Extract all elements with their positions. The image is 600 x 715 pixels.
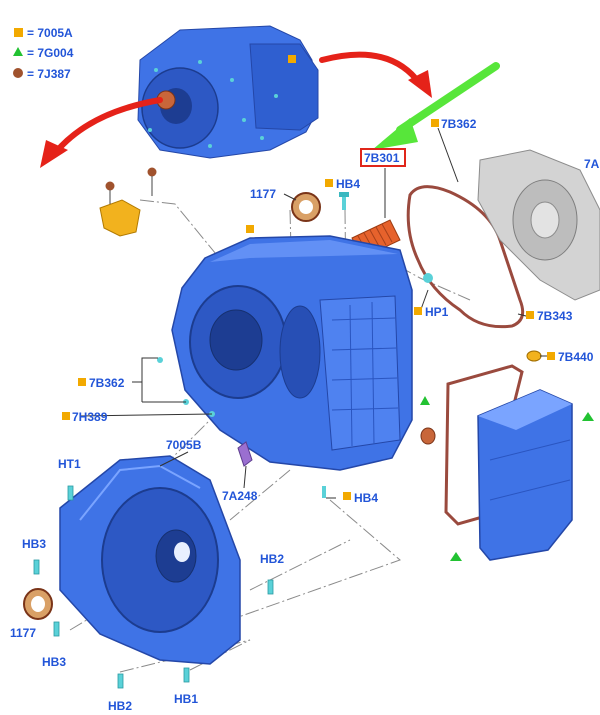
- legend-triangle-icon: [13, 47, 23, 56]
- callout-HB3-top: HB3: [22, 537, 46, 551]
- legend-circle-icon: [13, 68, 23, 78]
- overview-transmission: [137, 25, 319, 159]
- callout-7B362-left: 7B362: [89, 376, 125, 390]
- legend: = 7005A = 7G004 = 7J387: [13, 26, 74, 81]
- callout-HB2-bottom: HB2: [108, 699, 132, 713]
- callout-7A-edge: 7A: [584, 157, 600, 171]
- callout-HB4-bottom: HB4: [354, 491, 378, 505]
- bolt-hb4-bottom: [322, 486, 326, 498]
- callout-HB4-top: HB4: [336, 177, 360, 191]
- seal-1177-top: [291, 192, 321, 222]
- bolts: [33, 485, 274, 689]
- green-pointer-arrow-icon: [372, 62, 500, 150]
- red-arrow-left-icon: [53, 97, 163, 155]
- gasket-7B343: [406, 185, 525, 329]
- callout-1177-top: 1177: [250, 187, 276, 201]
- callout-HT1: HT1: [58, 457, 81, 471]
- callout-7B343: 7B343: [537, 309, 573, 323]
- sensor-7A248: [237, 441, 253, 467]
- callout-7H389: 7H389: [72, 410, 108, 424]
- callout-HP1: HP1: [425, 305, 449, 319]
- bell-housing-7005B: [59, 455, 241, 665]
- callout-7B362-top: 7B362: [441, 117, 477, 131]
- leader-lines: [79, 127, 555, 499]
- oil-pan-assembly: [420, 350, 594, 561]
- callout-7B440: 7B440: [558, 350, 594, 364]
- callout-HB1: HB1: [174, 692, 198, 706]
- highlight-box-7B301: [360, 148, 406, 167]
- bolt-hb4-top: [339, 192, 349, 210]
- legend-square-icon: [14, 28, 23, 37]
- callout-1177-bottom: 1177: [10, 626, 36, 640]
- legend-item-7J387: = 7J387: [27, 67, 71, 81]
- main-transmission-case: [157, 235, 433, 471]
- red-rotation-arrows: [40, 51, 432, 168]
- callout-7005B: 7005B: [166, 438, 202, 452]
- red-arrow-right-icon: [319, 51, 423, 87]
- callout-labels: 7B362 7A 7B301 1177 HB4 HP1 7B343 7B440 …: [10, 117, 600, 713]
- callout-HB3-bottom: HB3: [42, 655, 66, 669]
- legend-item-7005A: = 7005A: [27, 26, 73, 40]
- legend-item-7G004: = 7G004: [27, 46, 74, 60]
- silver-side-cover: [477, 149, 600, 301]
- callout-7B301: 7B301: [364, 151, 400, 165]
- bracket-part: [99, 167, 157, 237]
- callout-HB2-right: HB2: [260, 552, 284, 566]
- seal-1177-bottom: [23, 588, 53, 620]
- callout-7A248: 7A248: [222, 489, 258, 503]
